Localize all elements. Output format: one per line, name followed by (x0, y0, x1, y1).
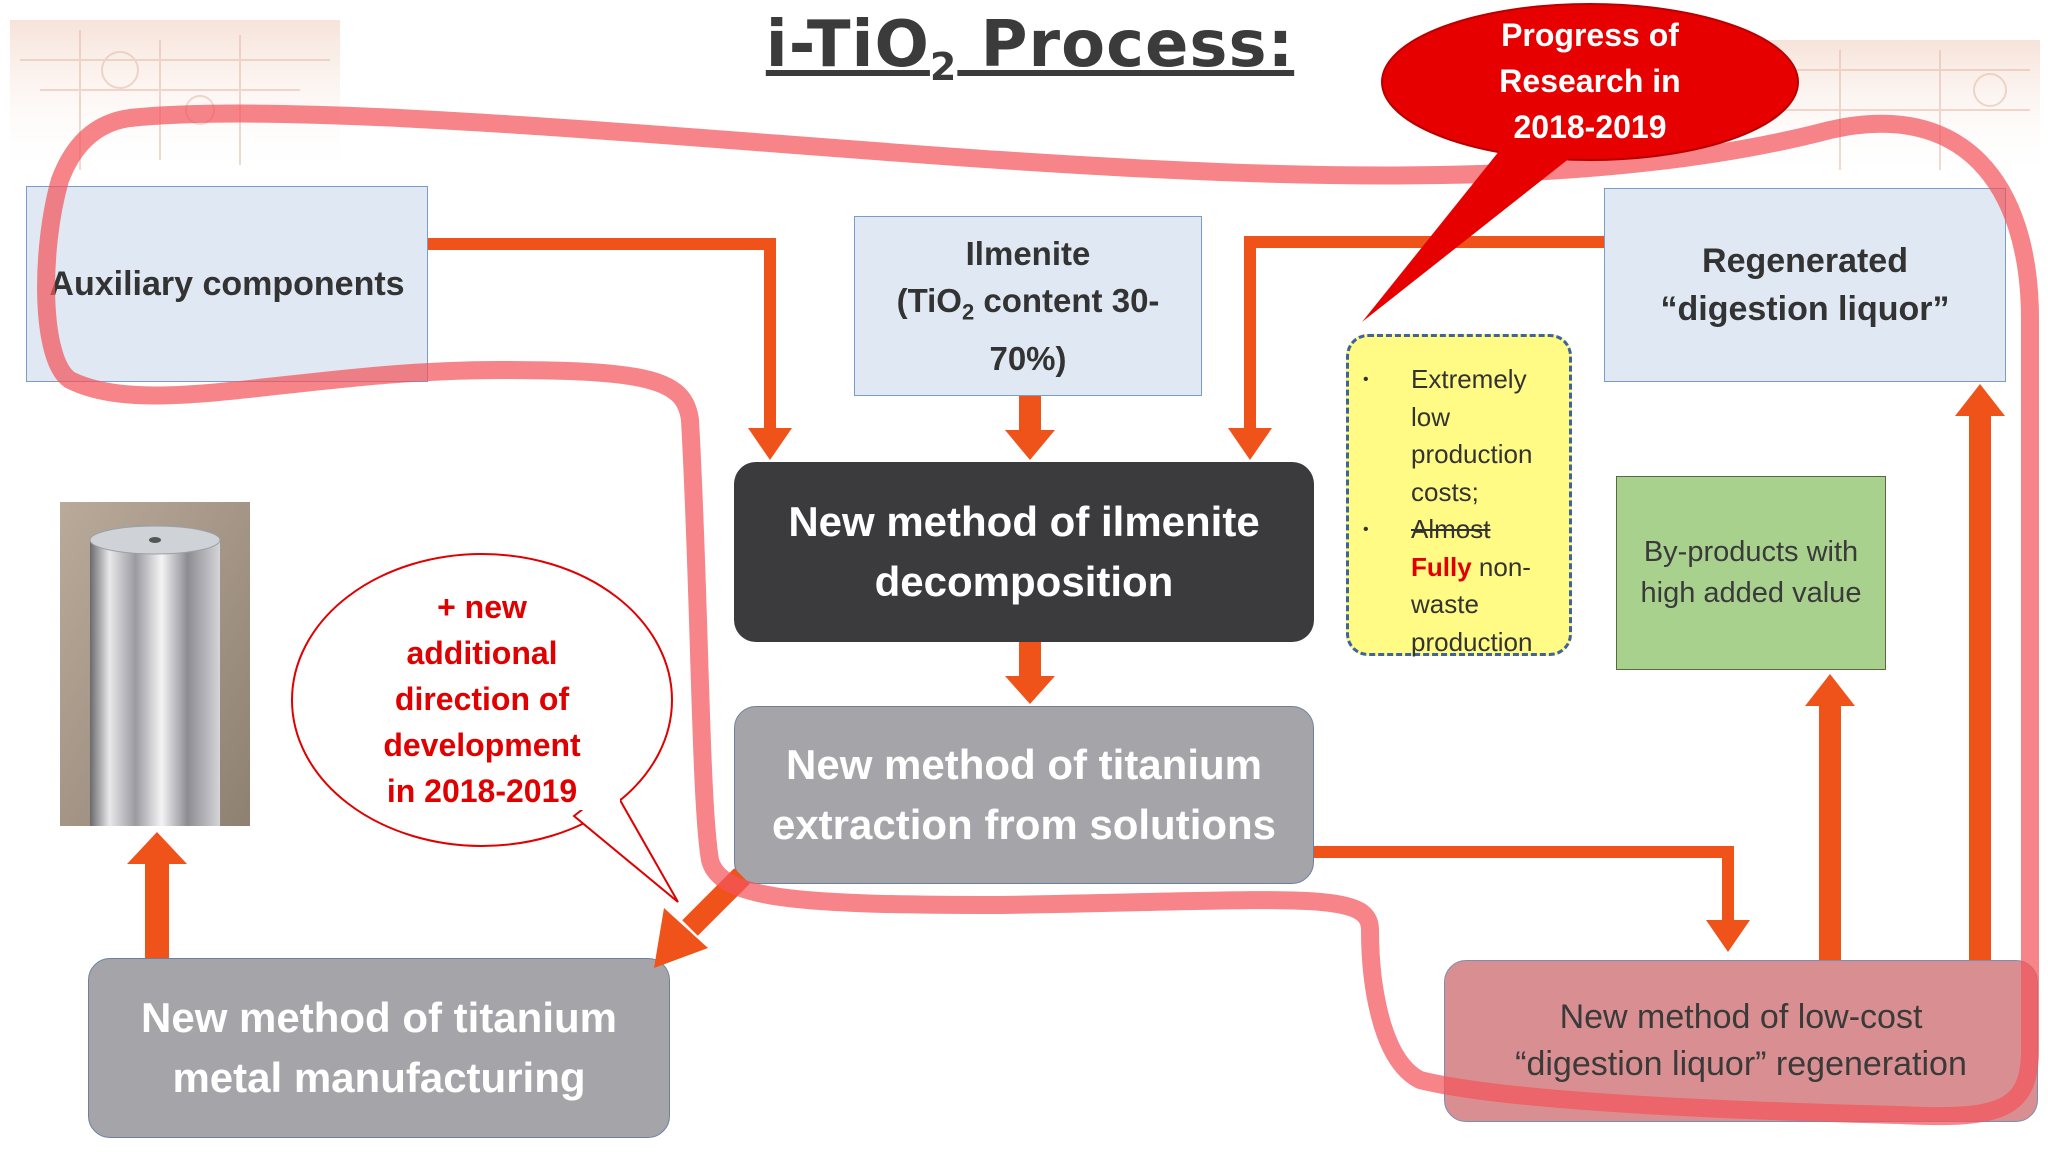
arrow-head-metal (654, 908, 708, 968)
benefits-box: Extremely low production costs; AlmostFu… (1346, 334, 1572, 657)
ilmenite-decomposition-box: New method of ilmenite decomposition (734, 462, 1314, 642)
arrow-head-photo (127, 832, 187, 864)
arrow-ilmenite-to-decomposition (1019, 396, 1041, 432)
arrow-regeneration-to-byproducts (1819, 704, 1841, 960)
titanium-metal-box: New method of titanium metal manufacturi… (88, 958, 670, 1138)
arrow-head-auxiliary (748, 428, 792, 460)
arrow-head-byproducts (1805, 674, 1855, 706)
arrow-head-extraction (1706, 920, 1750, 952)
regenerated-liquor-label: Regenerated “digestion liquor” (1660, 242, 1950, 328)
auxiliary-components-box: Auxiliary components (26, 186, 428, 382)
research-highlight-loop (37, 104, 2039, 1126)
arrow-auxiliary-to-decomposition (428, 238, 776, 428)
progress-callout (1381, 3, 1799, 161)
ilmenite-label: Ilmenite (965, 234, 1091, 272)
arrow-regeneration-to-regenerated (1969, 414, 1991, 960)
liquor-regeneration-box: New method of low-cost “digestion liquor… (1444, 960, 2038, 1122)
arrow-head-ilmenite (1005, 430, 1055, 460)
by-products-box: By-products with high added value (1616, 476, 1886, 670)
regeneration-label-line2: “digestion liquor” regeneration (1515, 1045, 1967, 1083)
ilmenite-decomposition-label: New method of ilmenite decomposition (788, 498, 1260, 605)
page-title: i-TiO2 Process: (765, 8, 1295, 89)
titanium-extraction-box: New method of titanium extraction from s… (734, 706, 1314, 884)
titanium-rod-photo (60, 502, 250, 826)
regeneration-label-line1: New method of low-cost (1559, 998, 1923, 1036)
arrow-metal-to-photo (145, 862, 169, 958)
arrow-regenerated-to-decomposition (1244, 236, 1604, 428)
arrow-decomposition-to-extraction (1019, 642, 1041, 678)
arrow-head-regenerated-up (1955, 384, 2005, 416)
titanium-extraction-label: New method of titanium extraction from s… (771, 741, 1277, 848)
auxiliary-components-label: Auxiliary components (49, 264, 405, 303)
arrow-head-regenerated (1228, 428, 1272, 460)
arrow-head-decomposition (1005, 676, 1055, 704)
ilmenite-content-label: (TiO2 content 30- (896, 281, 1160, 325)
regenerated-liquor-box: Regenerated “digestion liquor” (1604, 188, 2006, 382)
by-products-label: By-products with high added value (1640, 536, 1862, 609)
progress-callout-text: Progress of Research in 2018-2019 (1499, 17, 1681, 145)
benefit-item-low-cost: Extremely low production costs; (1363, 361, 1559, 511)
titanium-metal-label: New method of titanium metal manufacturi… (141, 994, 617, 1101)
ilmenite-box: Ilmenite (TiO2 content 30- 70%) (854, 216, 1202, 396)
ilmenite-range-label: 70%) (989, 340, 1067, 378)
new-direction-callout-text: + new additional direction of developmen… (383, 589, 581, 809)
progress-callout-pointer (1362, 150, 1580, 322)
arrow-extraction-to-regeneration (1314, 846, 1734, 920)
